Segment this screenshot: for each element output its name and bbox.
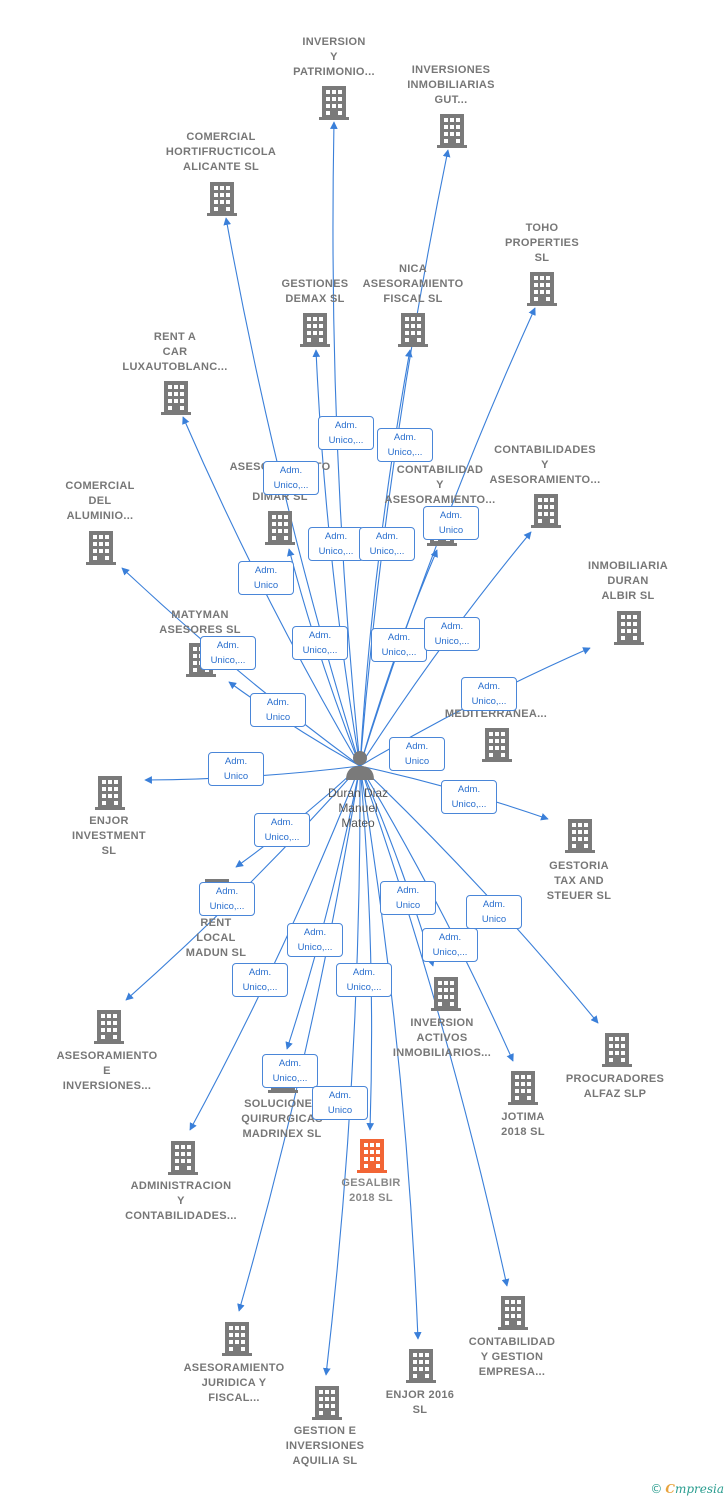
company-label-gestoria-tax[interactable]: GESTORIA TAX AND STEUER SL (546, 860, 612, 902)
building-icon[interactable] (565, 819, 595, 853)
edge-role-label[interactable]: Adm. Unico,... (422, 928, 478, 962)
company-label-inmobiliaria-duran-albir[interactable]: INMOBILIARIA DURAN ALBIR SL (588, 560, 668, 602)
company-label-procuradores-alfaz[interactable]: PROCURADORES ALFAZ SLP (565, 1073, 665, 1100)
company-label-contabilidad-asesoramiento[interactable]: CONTABILIDAD Y ASESORAMIENTO... (384, 464, 496, 506)
building-icon[interactable] (482, 728, 512, 762)
company-label-asesoramiento-inversiones[interactable]: ASESORAMIENTO E INVERSIONES... (56, 1050, 158, 1092)
edge-role-label[interactable]: Adm. Unico,... (371, 628, 427, 662)
focus-company-label[interactable]: GESALBIR 2018 SL (341, 1177, 401, 1204)
brand-name: mpresia (674, 1482, 724, 1496)
company-label-jotima-2018[interactable]: JOTIMA 2018 SL (501, 1111, 545, 1138)
company-label-rent-a-car[interactable]: RENT A CAR LUXAUTOBLANC... (122, 331, 228, 373)
building-icon[interactable] (265, 511, 295, 545)
edge-comercial-aluminio (121, 567, 361, 767)
edge-role-label[interactable]: Adm. Unico,... (441, 780, 497, 814)
building-icon[interactable] (398, 313, 428, 347)
edge-gestion-inversiones-aquilia (322, 765, 361, 1376)
edge-role-label[interactable]: Adm. Unico (389, 737, 445, 771)
edge-role-label[interactable]: Adm. Unico,... (318, 416, 374, 450)
building-icon[interactable] (161, 381, 191, 415)
building-icon[interactable] (94, 1010, 124, 1044)
copyright-icon: © (650, 1482, 663, 1496)
center-person-label[interactable]: Duran Diaz Manuel Mateo (327, 786, 389, 830)
building-icon[interactable] (614, 611, 644, 645)
company-label-contabilidades-asesoramiento[interactable]: CONTABILIDADES Y ASESORAMIENTO... (489, 444, 601, 486)
company-label-toho-properties[interactable]: TOHO PROPERTIES SL (505, 222, 579, 264)
building-icon[interactable] (86, 531, 116, 565)
edge-role-label[interactable]: Adm. Unico (250, 693, 306, 727)
company-label-matyman-asesores[interactable]: MATYMAN ASESORES SL (159, 609, 241, 636)
edge-role-label[interactable]: Adm. Unico,... (424, 617, 480, 651)
edge-role-label[interactable]: Adm. Unico,... (199, 882, 255, 916)
focus-building-icon[interactable] (357, 1139, 387, 1173)
company-label-gestion-inversiones-aquilia[interactable]: GESTION E INVERSIONES AQUILIA SL (285, 1425, 365, 1467)
company-label-comercial-aluminio[interactable]: COMERCIAL DEL ALUMINIO... (65, 480, 135, 522)
company-label-nica-asesoramiento[interactable]: NICA ASESORAMIENTO FISCAL SL (362, 263, 464, 305)
edge-role-label[interactable]: Adm. Unico (423, 506, 479, 540)
edge-jotima-2018 (359, 765, 514, 1062)
building-icon[interactable] (222, 1322, 252, 1356)
edge-enjor-2016 (359, 765, 422, 1340)
building-icon[interactable] (508, 1071, 538, 1105)
building-icon[interactable] (431, 977, 461, 1011)
edge-contabilidad-gestion (359, 765, 510, 1287)
company-label-inversion-activos[interactable]: INVERSION ACTIVOS INMOBILIARIOS... (392, 1017, 492, 1059)
edge-administracion-contabilidades (189, 765, 361, 1131)
company-label-asesoramiento-juridica[interactable]: ASESORAMIENTO JURIDICA Y FISCAL... (183, 1362, 285, 1404)
company-label-enjor-2016[interactable]: ENJOR 2016 SL (385, 1389, 455, 1416)
building-icon[interactable] (527, 272, 557, 306)
edge-role-label[interactable]: Adm. Unico (466, 895, 522, 929)
building-icon[interactable] (437, 114, 467, 148)
building-icon[interactable] (207, 182, 237, 216)
edge-role-label[interactable]: Adm. Unico,... (308, 527, 364, 561)
company-label-inversion-y-patrimonio[interactable]: INVERSION Y PATRIMONIO... (293, 36, 375, 78)
edge-role-label[interactable]: Adm. Unico (380, 881, 436, 915)
edge-procuradores-alfaz (359, 765, 599, 1024)
building-icon[interactable] (406, 1349, 436, 1383)
edge-role-label[interactable]: Adm. Unico,... (262, 1054, 318, 1088)
edge-role-label[interactable]: Adm. Unico,... (200, 636, 256, 670)
building-icon[interactable] (300, 313, 330, 347)
edge-role-label[interactable]: Adm. Unico,... (359, 527, 415, 561)
building-icon[interactable] (319, 86, 349, 120)
edge-focus-company (359, 765, 375, 1131)
company-label-inversiones-inmobiliarias-gut[interactable]: INVERSIONES INMOBILIARIAS GUT... (407, 64, 495, 106)
edge-role-label[interactable]: Adm. Unico,... (287, 923, 343, 957)
edge-soluciones-quirurgicas (285, 765, 361, 1050)
edge-role-label[interactable]: Adm. Unico,... (461, 677, 517, 711)
edge-role-label[interactable]: Adm. Unico (238, 561, 294, 595)
building-icon[interactable] (498, 1296, 528, 1330)
company-label-soluciones-quirurgicas[interactable]: SOLUCIONES QUIRURGICAS MADRINEX SL (241, 1098, 323, 1140)
brand-footer: ©Cmpresia (650, 1482, 724, 1496)
edge-role-label[interactable]: Adm. Unico,... (292, 626, 348, 660)
company-label-enjor-investment[interactable]: ENJOR INVESTMENT SL (72, 815, 146, 857)
company-label-comercial-hortifructicola[interactable]: COMERCIAL HORTIFRUCTICOLA ALICANTE SL (165, 131, 277, 173)
building-icon[interactable] (168, 1141, 198, 1175)
brand-initial: C (665, 1482, 675, 1496)
company-label-contabilidad-gestion[interactable]: CONTABILIDAD Y GESTION EMPRESA... (468, 1336, 556, 1378)
building-icon[interactable] (531, 494, 561, 528)
building-icon[interactable] (95, 776, 125, 810)
person-icon[interactable] (346, 751, 374, 780)
edge-role-label[interactable]: Adm. Unico,... (263, 461, 319, 495)
edge-role-label[interactable]: Adm. Unico (312, 1086, 368, 1120)
company-label-rent-local-madun[interactable]: RENT LOCAL MADUN SL (185, 917, 247, 959)
building-icon[interactable] (312, 1386, 342, 1420)
edge-role-label[interactable]: Adm. Unico,... (336, 963, 392, 997)
edge-role-label[interactable]: Adm. Unico (208, 752, 264, 786)
edge-role-label[interactable]: Adm. Unico,... (377, 428, 433, 462)
edge-asesoramiento-juridica (237, 765, 361, 1312)
company-label-gestiones-demax[interactable]: GESTIONES DEMAX SL (281, 278, 349, 305)
edge-role-label[interactable]: Adm. Unico,... (232, 963, 288, 997)
building-icon[interactable] (602, 1033, 632, 1067)
company-label-administracion-contabilidades[interactable]: ADMINISTRACION Y CONTABILIDADES... (125, 1180, 237, 1222)
edge-role-label[interactable]: Adm. Unico,... (254, 813, 310, 847)
